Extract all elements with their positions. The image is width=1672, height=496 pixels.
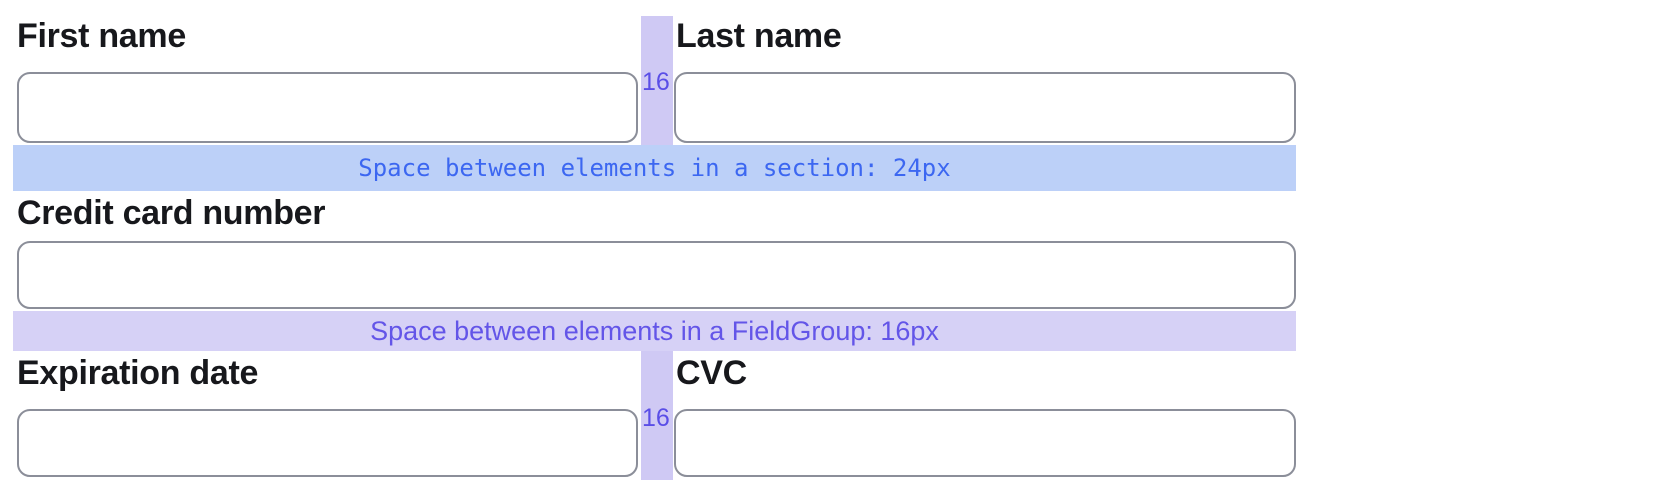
- column-gap-highlight-row2: [641, 351, 673, 480]
- cvc-label: CVC: [676, 354, 747, 392]
- card-number-label: Credit card number: [17, 194, 326, 232]
- section-spacing-highlight: Space between elements in a section: 24p…: [13, 145, 1296, 191]
- first-name-label: First name: [17, 17, 186, 55]
- gap-size-label-row1: 16: [642, 68, 670, 96]
- cvc-input[interactable]: [674, 409, 1296, 477]
- fieldgroup-spacing-highlight: Space between elements in a FieldGroup: …: [13, 311, 1296, 351]
- fieldgroup-spacing-note: Space between elements in a FieldGroup: …: [370, 315, 939, 346]
- last-name-input[interactable]: [674, 72, 1296, 143]
- column-gap-highlight-row1: [641, 16, 673, 145]
- section-spacing-note: Space between elements in a section: 24p…: [358, 154, 951, 182]
- last-name-label: Last name: [676, 17, 842, 55]
- expiration-date-label: Expiration date: [17, 354, 259, 392]
- expiration-date-input[interactable]: [17, 409, 638, 477]
- gap-size-label-row2: 16: [642, 404, 670, 432]
- first-name-input[interactable]: [17, 72, 638, 143]
- card-number-input[interactable]: [17, 241, 1296, 309]
